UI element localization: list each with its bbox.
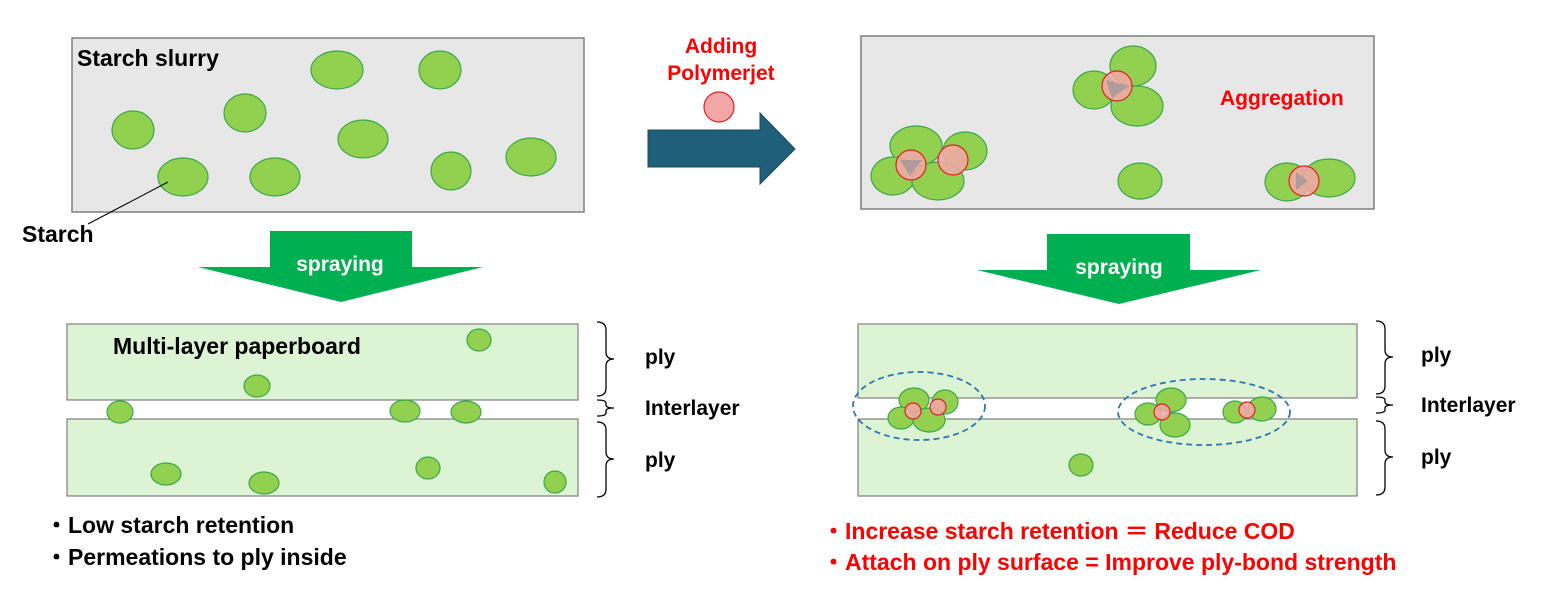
starch-particle — [1117, 162, 1163, 200]
starch-pointer-line — [87, 181, 169, 225]
brace-ply-top-left — [596, 321, 615, 397]
polymerjet-particle — [703, 91, 735, 123]
ply-bottom-left — [66, 418, 579, 497]
ply-top-right — [857, 323, 1358, 399]
ply-top-label-right: ply — [1421, 344, 1452, 367]
braces-right — [1375, 320, 1394, 496]
aggregate-highlight-right — [1117, 378, 1291, 446]
starch-particle — [389, 399, 421, 423]
spraying-arrow-left — [198, 231, 483, 302]
starch-particle — [466, 328, 492, 352]
bridge-shape — [1296, 172, 1308, 190]
starch-particle — [505, 137, 557, 177]
interlayer-label-right: Interlayer — [1421, 394, 1516, 417]
adding-label: Adding — [685, 35, 757, 58]
left-note-2: ・Permeations to ply inside — [45, 544, 347, 570]
brace-ply-top-right — [1375, 320, 1394, 395]
starch-particle — [1159, 412, 1191, 438]
starch-particle — [248, 471, 280, 495]
starch-particle — [418, 50, 462, 90]
process-arrow — [647, 111, 796, 186]
aggregate-top — [1072, 45, 1164, 127]
brace-interlayer-right — [1375, 396, 1394, 414]
starch-particle — [430, 151, 472, 191]
board-aggregate-right — [1222, 396, 1277, 424]
starch-particle — [1068, 453, 1094, 477]
left-note-1: ・Low starch retention — [45, 512, 294, 538]
board-aggregate-left — [887, 387, 959, 433]
ply-top-label-left: ply — [645, 346, 676, 369]
starch-particle — [310, 50, 364, 90]
starch-particle — [157, 157, 209, 197]
brace-interlayer-left — [596, 399, 615, 417]
bridge-shape — [1106, 80, 1129, 98]
multilayer-paperboard-label: Multi-layer paperboard — [113, 333, 361, 359]
board-starch-particles-left — [106, 328, 567, 495]
brace-ply-bottom-right — [1375, 420, 1394, 496]
interlayer-label-left: Interlayer — [645, 397, 740, 420]
starch-particle — [337, 119, 389, 159]
polymerjet-particle — [929, 398, 947, 416]
starch-particle — [415, 456, 441, 480]
spraying-arrow-right — [977, 234, 1261, 304]
aggregate-highlight-left — [852, 371, 986, 441]
ply-bottom-label-left: ply — [645, 449, 676, 472]
aggregation-label: Aggregation — [1220, 87, 1344, 110]
polymerjet-particle — [904, 402, 922, 420]
starch-particle — [111, 110, 155, 150]
starch-particle — [243, 374, 271, 398]
slurry-starch-particles — [111, 50, 557, 197]
ply-top-left — [66, 323, 579, 401]
starch-particle — [543, 470, 567, 494]
polymerjet-particle — [937, 144, 969, 176]
right-note-2: ・Attach on ply surface = Improve ply-bon… — [822, 549, 1396, 575]
polymerjet-particle — [1153, 403, 1171, 421]
right-note-1: ・Increase starch retention ＝ Reduce COD — [822, 518, 1295, 544]
starch-particle — [150, 462, 182, 486]
brace-ply-bottom-left — [596, 421, 615, 498]
ply-bottom-label-right: ply — [1421, 446, 1452, 469]
spraying-label-right: spraying — [1075, 256, 1163, 279]
aggregate-right — [1264, 158, 1356, 202]
spraying-label-left: spraying — [296, 253, 384, 276]
board-aggregate-middle — [1134, 387, 1191, 438]
starch-callout-label: Starch — [22, 221, 94, 247]
aggregate-left — [870, 125, 988, 201]
polymerjet-particle — [1238, 401, 1256, 419]
starch-slurry-label: Starch slurry — [77, 45, 219, 71]
bridge-shape — [900, 160, 922, 176]
starch-particle — [249, 157, 301, 197]
polymerjet-label: Polymerjet — [667, 62, 774, 85]
braces-left — [596, 321, 615, 498]
ply-bottom-right — [857, 418, 1358, 497]
starch-particle — [450, 400, 482, 424]
starch-particle — [223, 93, 267, 133]
starch-particle — [106, 400, 134, 424]
